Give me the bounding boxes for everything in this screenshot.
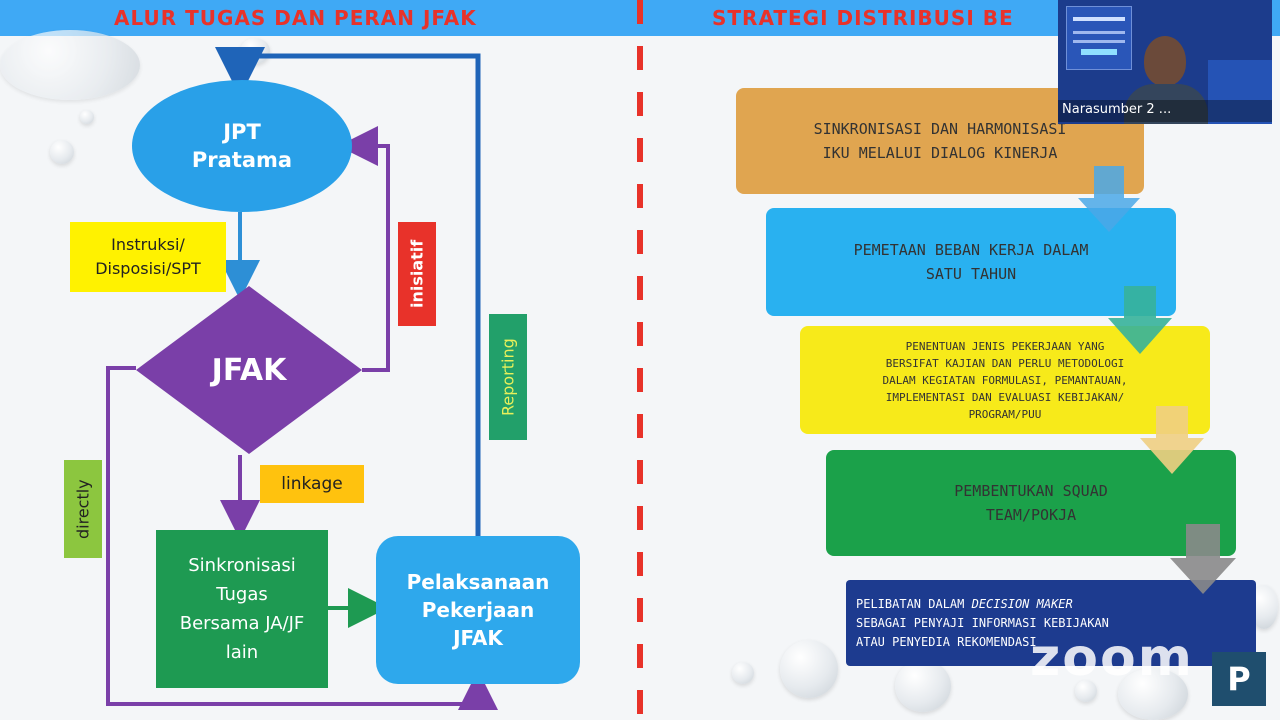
sinkronisasi-node: Sinkronisasi Tugas Bersama JA/JF lain — [156, 530, 328, 688]
decision-maker-emphasis: DECISION MAKER — [972, 597, 1073, 611]
jpt-pratama-node: JPT Pratama — [132, 80, 352, 212]
video-backdrop-poster — [1066, 6, 1132, 70]
video-tile[interactable]: Narasumber 2 ... — [1058, 0, 1272, 124]
strategy-step-4-text: PEMBENTUKAN SQUAD TEAM/POKJA — [954, 479, 1108, 527]
zoom-watermark: zoom — [1030, 628, 1194, 688]
instruksi-label: Instruksi/ Disposisi/SPT — [70, 222, 226, 292]
strategy-step-2: PEMETAAN BEBAN KERJA DALAM SATU TAHUN — [766, 208, 1176, 316]
strategy-step-4: PEMBENTUKAN SQUAD TEAM/POKJA — [826, 450, 1236, 556]
strategy-step-2-text: PEMETAAN BEBAN KERJA DALAM SATU TAHUN — [854, 238, 1089, 286]
speaker-head — [1144, 36, 1186, 86]
p-logo-icon: P — [1212, 652, 1266, 706]
strategy-step-1-text: SINKRONISASI DAN HARMONISASI IKU MELALUI… — [814, 117, 1067, 165]
participant-name: Narasumber 2 ... — [1062, 102, 1171, 117]
inisiatif-label: inisiatif — [398, 222, 436, 326]
arrow-inisiatif — [358, 146, 388, 370]
jfak-node-label: JFAK — [186, 346, 312, 394]
directly-label: directly — [64, 460, 102, 558]
pelaksanaan-node: Pelaksanaan Pekerjaan JFAK — [376, 536, 580, 684]
strategy-step-3: PENENTUAN JENIS PEKERJAAN YANG BERSIFAT … — [800, 326, 1210, 434]
linkage-label: linkage — [260, 465, 364, 503]
strategy-step-3-text: PENENTUAN JENIS PEKERJAAN YANG BERSIFAT … — [882, 338, 1127, 423]
reporting-label: Reporting — [489, 314, 527, 440]
